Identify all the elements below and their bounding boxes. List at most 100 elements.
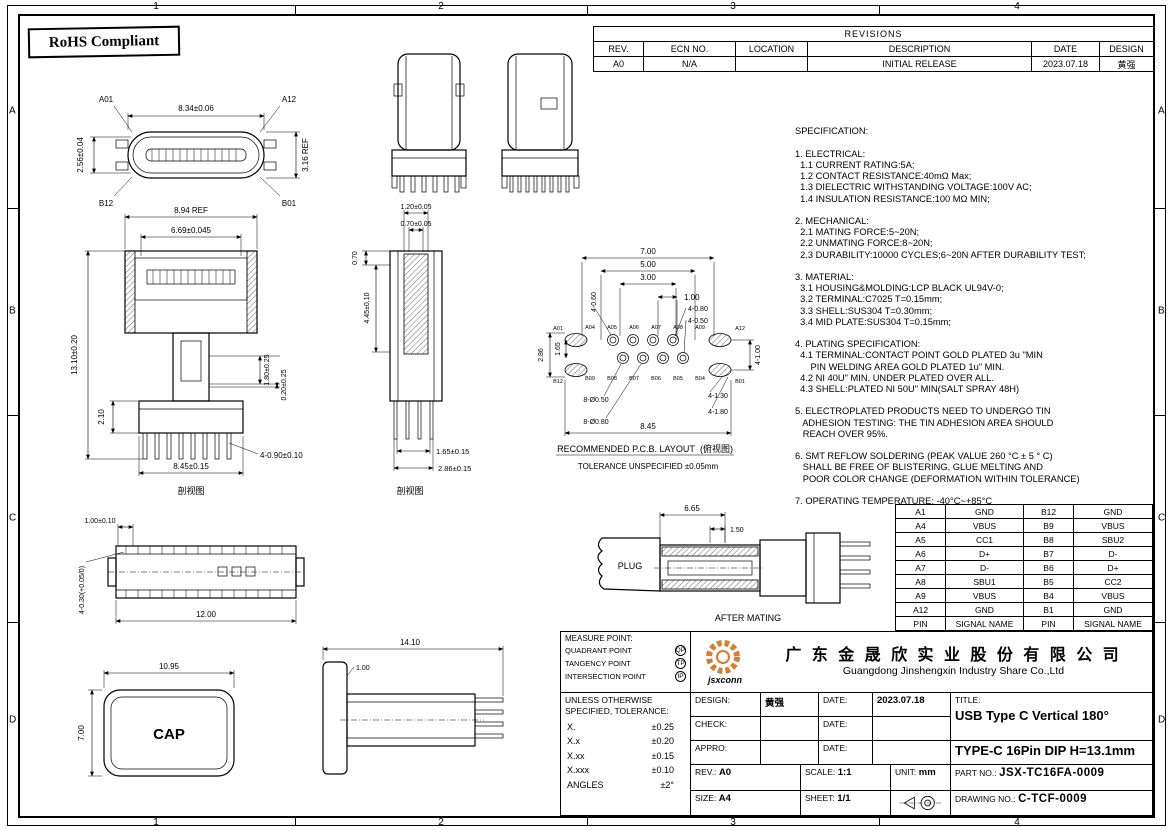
- dim-profile-width: 12.00: [196, 610, 217, 619]
- check-value-cell: [761, 717, 819, 741]
- revisions-header-cell: LOCATION: [735, 41, 808, 57]
- grid-tick: [7, 208, 18, 209]
- pin-cell: B9: [1023, 518, 1074, 533]
- section-caption: 剖视图: [396, 485, 423, 496]
- measure-point-row: INTERSECTION POINT IP: [565, 670, 686, 683]
- tolerance-list: X. ±0.25 X.x ±0.20 X.xx ±0.15 X.xxx ±0.1…: [565, 717, 686, 790]
- measure-point-list: QUADRANT POINT QP TANGENCY POINT TP INTE…: [565, 644, 686, 683]
- company-logo-text: jsxconn: [707, 675, 743, 685]
- pin-cell: D-: [945, 560, 1024, 575]
- projection-cell: [891, 791, 951, 817]
- company-logo: jsxconn: [706, 640, 743, 685]
- cap-side-view: 14.10 1.00: [322, 638, 504, 775]
- third-angle-projection-symbol: [899, 795, 943, 811]
- dim-left1: 0.70: [352, 251, 359, 265]
- dim-width-ref: 8.94 REF: [174, 206, 208, 215]
- grid-col-label: 2: [438, 817, 444, 828]
- section-side-outline: [389, 250, 443, 440]
- spec-line: 1. ELECTRICAL:: [795, 148, 866, 159]
- pcb-pin-label: B05: [673, 376, 683, 382]
- title-cell: TITLE: USB Type C Vertical 180°: [951, 693, 1154, 741]
- date1-label-cell: DATE:: [819, 693, 873, 717]
- pin-a12-label: A12: [282, 95, 297, 104]
- spec-line: [795, 328, 1163, 339]
- pin-cell: GND: [1073, 602, 1153, 617]
- spec-line: 4.2 NI 40U" MIN. UNDER PLATED OVER ALL.: [795, 372, 994, 383]
- dim-pcb-r1: 4-0.80: [688, 306, 708, 313]
- tolerance-header-1: UNLESS OTHERWISE: [565, 695, 653, 705]
- pin-cell: A12: [895, 602, 946, 617]
- spec-line: PIN WELDING AREA GOLD PLATED 1u" MIN.: [795, 361, 1005, 372]
- spec-line: 1.1 CURRENT RATING:5A;: [795, 160, 915, 170]
- dim-capside-1: 1.00: [356, 665, 370, 672]
- grid-tick: [879, 5, 880, 14]
- tolerance-key: ANGLES: [567, 779, 604, 790]
- grid-col-label: 1: [153, 817, 159, 828]
- pin-cell: VBUS: [1073, 518, 1153, 533]
- cap-label: CAP: [153, 726, 185, 743]
- dim-pcb-r2: 4-0.50: [688, 318, 708, 325]
- pcb-pin-label: B04: [695, 376, 705, 382]
- grid-col-label: 3: [730, 1, 736, 12]
- dim-pcb-l2: 1.65: [555, 342, 562, 356]
- dim-total-height: 13.10±0.20: [70, 334, 79, 375]
- tolerance-box: UNLESS OTHERWISE SPECIFIED, TOLERANCE: X…: [561, 693, 691, 817]
- dim-latch1: 1.80±0.25: [264, 354, 271, 385]
- grid-row-label: A: [9, 105, 16, 117]
- grid-tick: [7, 622, 18, 623]
- pin-b12-label: B12: [99, 199, 114, 208]
- title-label: TITLE:: [955, 695, 981, 705]
- revisions-cell: INITIAL RELEASE: [807, 56, 1032, 72]
- pcb-tolerance-note: TOLERANCE UNSPECIFIED ±0.05mm: [578, 462, 719, 471]
- pin-cell: B5: [1023, 574, 1074, 589]
- grid-tick: [295, 5, 296, 14]
- pin-cell: B1: [1023, 602, 1074, 617]
- tolerance-header-2: SPECIFIED, TOLERANCE:: [565, 706, 669, 716]
- spec-line: 2. MECHANICAL:: [795, 216, 869, 226]
- after-mating-view: PLUG 6.65 1.50 AFTER MATING: [597, 504, 871, 623]
- spec-line: POOR COLOR CHANGE (DEFORMATION WITHIN TO…: [795, 473, 1080, 484]
- tolerance-value: ±0.10: [651, 765, 674, 775]
- pin-cell: CC2: [1073, 574, 1153, 589]
- tolerance-value: ±2°: [660, 779, 674, 790]
- revisions-cell: A0: [593, 56, 644, 72]
- dim-height-left: 2.56±0.04: [76, 137, 85, 173]
- pin-cell: VBUS: [945, 518, 1024, 533]
- tolerance-value: ±0.20: [651, 736, 674, 746]
- pcb-caption: RECOMMENDED P.C.B. LAYOUT: [557, 444, 695, 454]
- grid-tick: [1155, 208, 1166, 209]
- measure-point-row: QUADRANT POINT QP: [565, 644, 686, 657]
- date1-value-cell: 2023.07.18: [873, 693, 951, 717]
- spec-line: 6. SMT REFLOW SOLDERING (PEAK VALUE 260 …: [795, 451, 1053, 462]
- grid-col-label: 3: [730, 817, 736, 828]
- cap-view: CAP 10.95 7.00: [77, 662, 235, 777]
- spec-line: 2.2 UNMATING FORCE:8~20N;: [795, 238, 933, 249]
- spec-line: 3.4 MID PLATE:SUS304 T=0.15mm;: [795, 316, 951, 327]
- gear-icon: [706, 640, 740, 674]
- connector-elevation-view-2: [501, 53, 580, 193]
- spec-line: 3.1 HOUSING&MOLDING:LCP BLACK UL94V-0;: [795, 283, 1004, 294]
- drawing-title-line2: TYPE-C 16Pin DIP H=13.1mm: [955, 743, 1136, 758]
- dim-profile-1: 1.00±0.10: [84, 518, 115, 525]
- grid-col-label: 1: [153, 1, 159, 12]
- pin-cell: A5: [895, 532, 946, 547]
- pin-cell: D+: [945, 546, 1024, 561]
- section-front-view: 8.94 REF 6.69±0.045 13.10±0.20 2.10 1.80…: [70, 206, 303, 496]
- section-side-view: 1.20±0.05 0.70±0.05 0.70 4.45±0.10 1.65±…: [352, 204, 471, 496]
- measure-point-row: TANGENCY POINT TP: [565, 657, 686, 670]
- revisions-cell: N/A: [643, 56, 736, 72]
- dim-width-inner: 6.69±0.045: [171, 226, 212, 235]
- grid-row-label: B: [1158, 305, 1165, 317]
- grid-row-label: B: [9, 305, 16, 317]
- grid-tick: [1155, 622, 1166, 623]
- company-band: jsxconn 广 东 金 晟 欣 实 业 股 份 有 限 公 司 Guangd…: [691, 632, 1154, 693]
- dim-pcb-width: 8.45: [640, 422, 656, 431]
- dim-top2: 0.70±0.05: [400, 221, 431, 228]
- pin-table-footer-cell: PIN: [895, 616, 946, 631]
- pin-cell: A8: [895, 574, 946, 589]
- dim-pcb-w2: 5.00: [640, 260, 656, 269]
- grid-tick: [587, 817, 588, 826]
- profile-outline: [107, 545, 305, 599]
- pin-cell: SBU2: [1073, 532, 1153, 547]
